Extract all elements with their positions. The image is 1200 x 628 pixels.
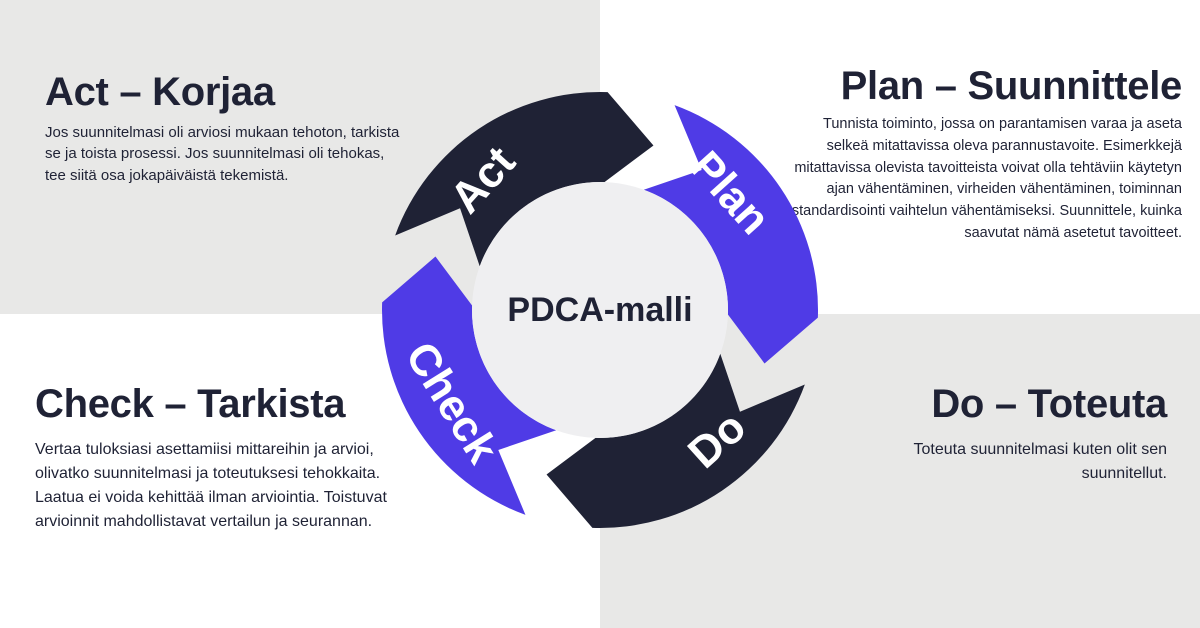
check-section: Check – Tarkista Vertaa tuloksiasi asett… bbox=[35, 382, 415, 534]
cycle-center-circle bbox=[472, 182, 728, 438]
cycle-arrow-do bbox=[546, 353, 805, 529]
act-description: Jos suunnitelmasi oli arviosi mukaan teh… bbox=[45, 124, 400, 184]
plan-description: Tunnista toiminto, jossa on parantamisen… bbox=[791, 116, 1182, 241]
cycle-arrow-check bbox=[381, 256, 557, 515]
plan-section: Plan – Suunnittele Tunnista toiminto, jo… bbox=[782, 64, 1182, 245]
do-description: Toteuta suunnitelmasi kuten olit sen suu… bbox=[913, 441, 1167, 482]
cycle-center-label: PDCA-malli bbox=[507, 291, 692, 329]
cycle-arrow-act bbox=[395, 91, 654, 267]
act-title: Act – Korjaa bbox=[45, 70, 275, 114]
plan-title: Plan – Suunnittele bbox=[840, 64, 1183, 108]
do-section: Do – Toteuta Toteuta suunnitelmasi kuten… bbox=[847, 382, 1168, 486]
do-title: Do – Toteuta bbox=[931, 382, 1167, 426]
cycle-arrow-plan bbox=[643, 105, 819, 364]
cycle-segments bbox=[381, 91, 819, 529]
act-section: Act – Korjaa Jos suunnitelmasi oli arvio… bbox=[45, 70, 405, 186]
check-description: Vertaa tuloksiasi asettamiisi mittareihi… bbox=[35, 441, 387, 530]
check-title: Check – Tarkista bbox=[35, 382, 346, 426]
